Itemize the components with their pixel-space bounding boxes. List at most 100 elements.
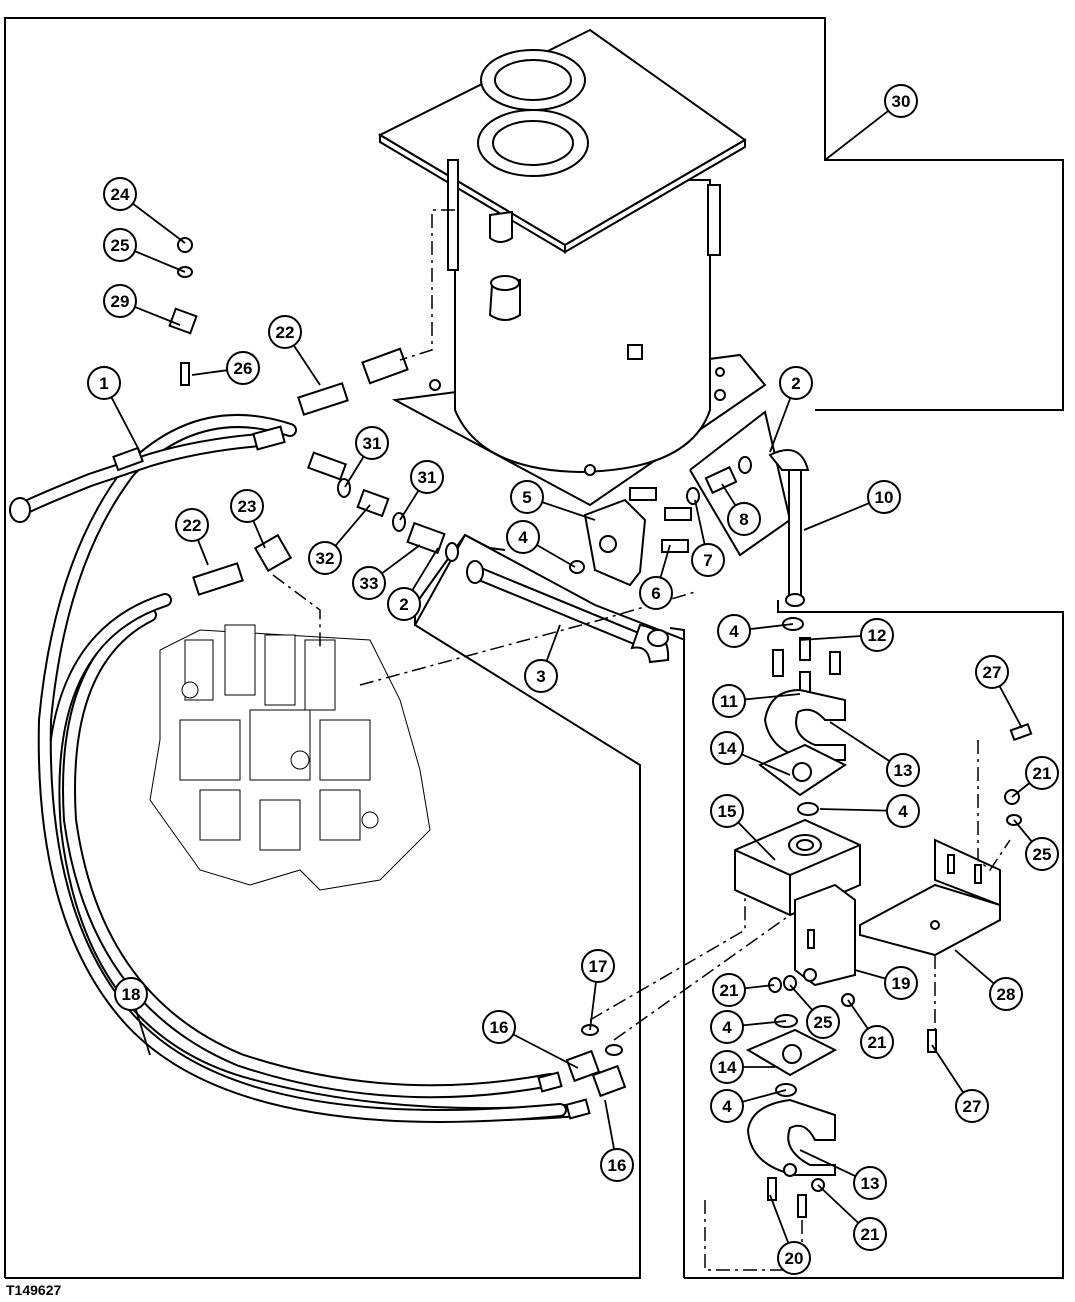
leader-line [541, 501, 596, 521]
callout-circle [886, 794, 920, 828]
leader-line [819, 808, 888, 812]
leader-line [954, 949, 995, 985]
figure-id: T149627 [6, 1282, 62, 1298]
callout-circle [712, 684, 746, 718]
leader-line [824, 110, 889, 161]
callout-c27a: 27 [975, 655, 1023, 729]
callout-number: 3 [536, 667, 545, 686]
callout-circle [506, 520, 540, 554]
callout-number: 22 [183, 516, 202, 535]
leader-line [344, 456, 365, 488]
callout-c13b: 13 [799, 1149, 887, 1200]
callout-circle [175, 508, 209, 542]
callout-number: 25 [814, 1013, 833, 1032]
callout-number: 15 [718, 802, 737, 821]
callout-number: 25 [1033, 845, 1052, 864]
callout-circle [103, 177, 137, 211]
callout-c17: 17 [581, 949, 615, 1031]
leader-line [536, 544, 576, 568]
callout-c30: 30 [824, 84, 918, 161]
callout-c25c: 25 [789, 984, 840, 1039]
callout-number: 14 [718, 1058, 737, 1077]
leader-line [694, 499, 706, 545]
callout-c31a: 31 [344, 426, 389, 488]
callout-number: 31 [418, 468, 437, 487]
callout-c21d: 21 [817, 1184, 887, 1251]
leader-line [1011, 782, 1031, 798]
callout-circle [884, 966, 918, 1000]
callout-c18: 18 [114, 977, 151, 1056]
leader-line [132, 202, 186, 244]
callout-c24: 24 [103, 177, 186, 244]
callout-circle [226, 351, 260, 385]
leader-line [293, 344, 321, 386]
callout-circle [884, 84, 918, 118]
callout-circle [710, 1010, 744, 1044]
callout-circle [710, 731, 744, 765]
leader-line [399, 490, 420, 521]
leader-line [545, 624, 561, 662]
callout-c1: 1 [87, 366, 141, 453]
hose-3 [466, 560, 670, 664]
leader-line [737, 821, 776, 861]
callout-c6: 6 [639, 544, 673, 610]
leader-line [742, 1020, 787, 1027]
callout-number: 21 [1033, 764, 1052, 783]
leader-line [512, 1033, 579, 1069]
callout-circle [975, 655, 1009, 689]
callout-c2b: 2 [387, 547, 439, 621]
callout-c8: 8 [721, 483, 761, 536]
callout-c21c: 21 [847, 999, 894, 1059]
callout-circle [482, 1010, 516, 1044]
leader-line [847, 999, 869, 1030]
leader-line [998, 685, 1023, 729]
leader-line [829, 721, 891, 762]
callout-c4a: 4 [506, 520, 576, 568]
callout-circle [779, 366, 813, 400]
callout-c32: 32 [308, 504, 371, 575]
leader-line [741, 753, 791, 776]
callout-c27b: 27 [931, 1044, 989, 1123]
callout-circle [886, 753, 920, 787]
leader-line [721, 483, 737, 506]
callout-number: 4 [722, 1018, 732, 1037]
leader-line [110, 396, 141, 453]
callout-number: 2 [399, 595, 408, 614]
callout-c4b: 4 [717, 614, 794, 648]
leader-line [659, 544, 671, 578]
callout-circle [103, 284, 137, 318]
callout-c16b: 16 [600, 1099, 634, 1182]
leader-line [134, 250, 186, 273]
callout-circle [387, 587, 421, 621]
callout-c20: 20 [769, 1194, 811, 1275]
callout-number: 23 [238, 497, 257, 516]
filter-assembly [734, 617, 1033, 1218]
callout-c26: 26 [191, 351, 260, 385]
leader-line [854, 969, 886, 980]
callout-c28: 28 [954, 949, 1023, 1011]
callout-number: 11 [720, 692, 738, 711]
callout-c21a: 21 [1011, 756, 1059, 798]
callout-c4e: 4 [710, 1089, 787, 1123]
callout-circle [710, 1089, 744, 1123]
callout-circle [853, 1217, 887, 1251]
callout-number: 8 [739, 510, 748, 529]
callout-circle [639, 576, 673, 610]
callout-number: 19 [892, 974, 911, 993]
callout-number: 4 [518, 528, 528, 547]
callout-number: 4 [898, 802, 908, 821]
callout-number: 22 [276, 323, 295, 342]
callout-c3: 3 [524, 624, 561, 693]
leader-line [817, 1184, 859, 1224]
hydraulic-reservoir [377, 28, 767, 507]
callout-c4d: 4 [710, 1010, 787, 1044]
leader-line [799, 1149, 856, 1177]
callout-number: 29 [111, 292, 130, 311]
leader-line [334, 504, 371, 547]
callout-number: 31 [363, 434, 382, 453]
leader-line [252, 520, 266, 549]
leader-line [1013, 819, 1033, 843]
leader-line [744, 693, 801, 701]
leader-line [381, 544, 421, 575]
callout-circle [114, 977, 148, 1011]
